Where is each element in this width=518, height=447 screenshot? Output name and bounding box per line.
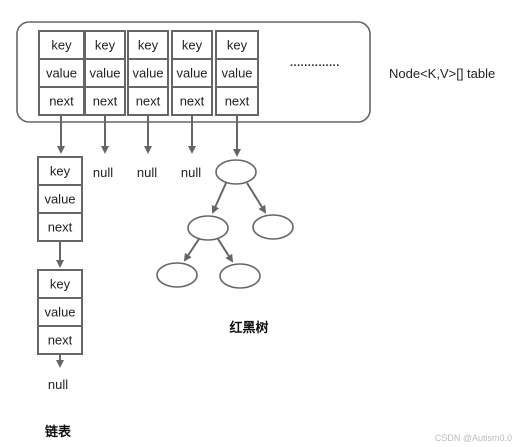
red-black-tree: 红黑树 bbox=[156, 159, 294, 336]
watermark: CSDN @Autism0.0 bbox=[435, 433, 512, 443]
list-node-next-label: next bbox=[48, 333, 73, 348]
bucket-column-2: key value next bbox=[84, 30, 126, 116]
bucket-value-label: value bbox=[89, 66, 120, 81]
list-node-2: key value next bbox=[37, 269, 83, 355]
bucket-3-null: null bbox=[137, 165, 157, 180]
bucket-column-3: key value next bbox=[127, 30, 169, 116]
red-black-tree-caption: 红黑树 bbox=[229, 320, 268, 336]
tree-left-left-node bbox=[156, 262, 198, 288]
tree-edge bbox=[211, 182, 227, 214]
bucket-next-label: next bbox=[49, 94, 74, 109]
bucket-value-label: value bbox=[221, 66, 252, 81]
bucket-value-label: value bbox=[46, 66, 77, 81]
list-terminal-null: null bbox=[48, 377, 68, 392]
list-node-key-label: key bbox=[50, 164, 71, 179]
bucket-value-label: value bbox=[176, 66, 207, 81]
linked-list-caption: 链表 bbox=[44, 424, 72, 440]
table-type-label: Node<K,V>[] table bbox=[389, 66, 495, 81]
list-node-value-label: value bbox=[44, 305, 75, 320]
table-buckets: key value next key value next key value … bbox=[38, 30, 259, 116]
tree-edge bbox=[246, 182, 267, 214]
tree-left-node bbox=[187, 215, 229, 241]
tree-edge bbox=[217, 238, 234, 263]
bucket-next-label: next bbox=[93, 94, 118, 109]
list-node-next-label: next bbox=[48, 220, 73, 235]
bucket-column-1: key value next bbox=[38, 30, 85, 116]
tree-right-node bbox=[252, 214, 294, 240]
bucket-column-4: key value next bbox=[171, 30, 213, 116]
list-node-key-label: key bbox=[50, 277, 71, 292]
bucket-next-label: next bbox=[136, 94, 161, 109]
tree-left-right-node bbox=[219, 263, 261, 289]
list-node-1: key value next bbox=[37, 156, 83, 242]
list-node-value-label: value bbox=[44, 192, 75, 207]
tree-edge bbox=[183, 238, 200, 262]
bucket-key-label: key bbox=[138, 38, 159, 53]
table-ellipsis: .............. bbox=[290, 57, 340, 69]
bucket-next-label: next bbox=[180, 94, 205, 109]
bucket-key-label: key bbox=[227, 38, 248, 53]
bucket-next-label: next bbox=[225, 94, 250, 109]
bucket-column-5: key value next bbox=[215, 30, 259, 116]
bucket-key-label: key bbox=[51, 38, 72, 53]
linked-list: key value next key value next null 链表 bbox=[37, 156, 83, 440]
bucket-key-label: key bbox=[182, 38, 203, 53]
bucket-value-label: value bbox=[132, 66, 163, 81]
bucket-4-null: null bbox=[181, 165, 201, 180]
bucket-2-null: null bbox=[93, 165, 113, 180]
bucket-key-label: key bbox=[95, 38, 116, 53]
tree-root-node bbox=[215, 159, 257, 185]
